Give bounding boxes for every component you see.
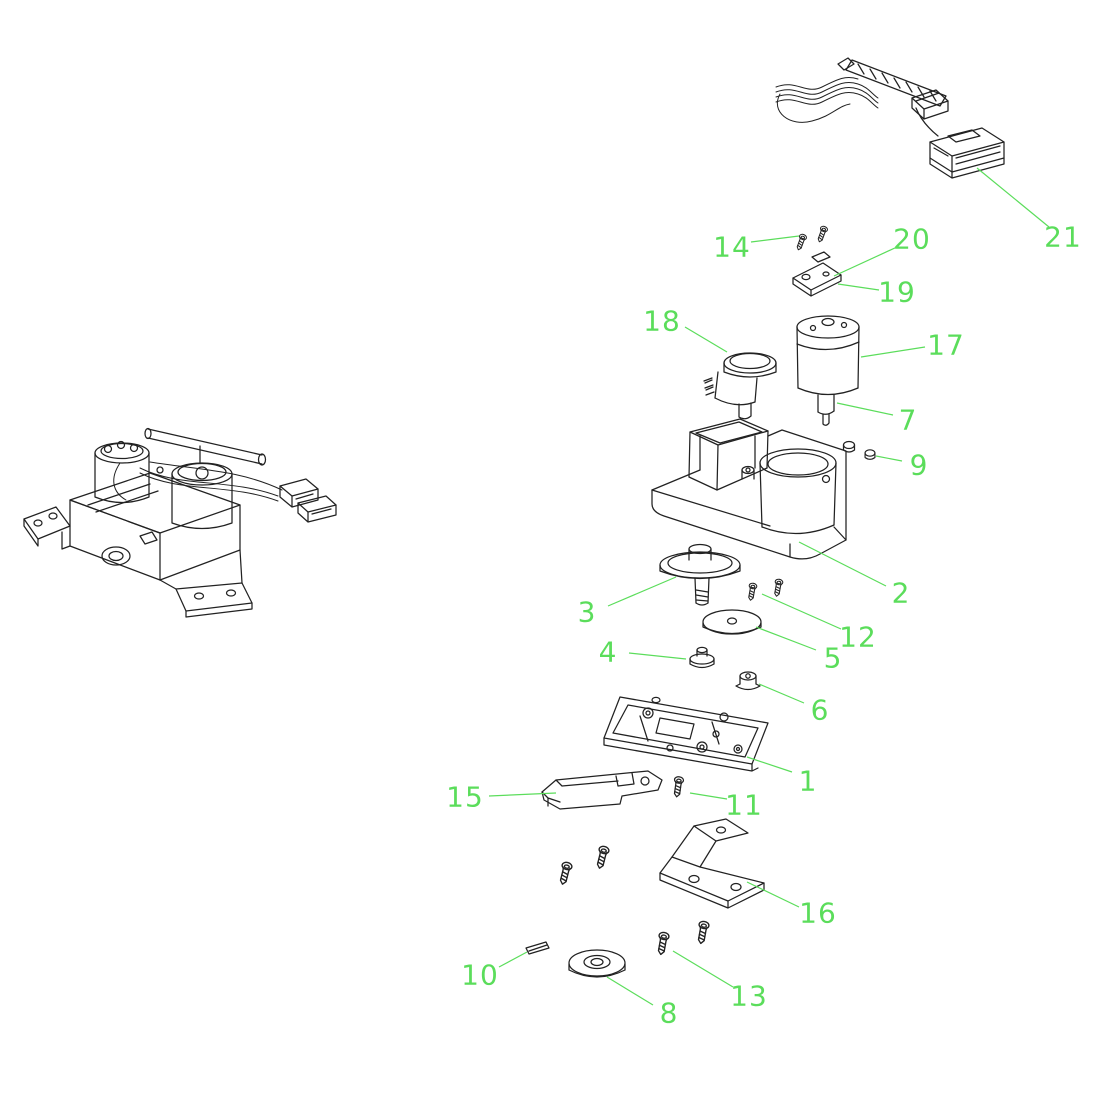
part-18-solenoid [703, 352, 777, 420]
part-1-base-plate [603, 696, 769, 772]
callout-3: 3 [577, 595, 597, 629]
callout-4: 4 [598, 635, 618, 669]
callout-13: 13 [730, 979, 768, 1013]
callout-11: 11 [725, 788, 763, 822]
part-10-pin [525, 941, 550, 955]
callout-6: 6 [810, 693, 830, 727]
callout-8: 8 [659, 996, 679, 1030]
callout-10: 10 [461, 958, 499, 992]
callout-17: 17 [927, 328, 965, 362]
part-8-washer [568, 949, 626, 978]
callout-14: 14 [713, 230, 751, 264]
part-7-shaft [817, 394, 835, 426]
part-14-screws [794, 224, 829, 252]
part-9-bushings [842, 440, 876, 460]
part-3-pulley [659, 543, 741, 606]
part-2-housing [651, 418, 847, 560]
callout-12: 12 [839, 620, 877, 654]
part-12-screws [746, 578, 784, 602]
callout-2: 2 [891, 576, 911, 610]
callout-15: 15 [446, 780, 484, 814]
part-4-bushing [689, 646, 715, 669]
part-21-wire-harness [775, 57, 1005, 179]
callout-18: 18 [643, 304, 681, 338]
part-11-screw [671, 775, 685, 799]
callout-9: 9 [909, 448, 929, 482]
part-19-terminal-plate [792, 251, 842, 297]
part-5-disc [702, 609, 762, 635]
callout-19: 19 [878, 275, 916, 309]
callout-21: 21 [1044, 220, 1082, 254]
assembled-unit-drawing [23, 427, 337, 618]
part-15-bracket-plate [541, 770, 663, 810]
callout-16: 16 [799, 896, 837, 930]
callout-7: 7 [898, 403, 918, 437]
callout-leader-lines [488, 167, 1050, 1006]
part-17-motor [796, 315, 860, 426]
callout-20: 20 [893, 222, 931, 256]
callout-5: 5 [823, 641, 843, 675]
part-6-grommet [735, 671, 761, 691]
part-16-mounting-bracket [659, 818, 765, 909]
callout-1: 1 [798, 764, 818, 798]
